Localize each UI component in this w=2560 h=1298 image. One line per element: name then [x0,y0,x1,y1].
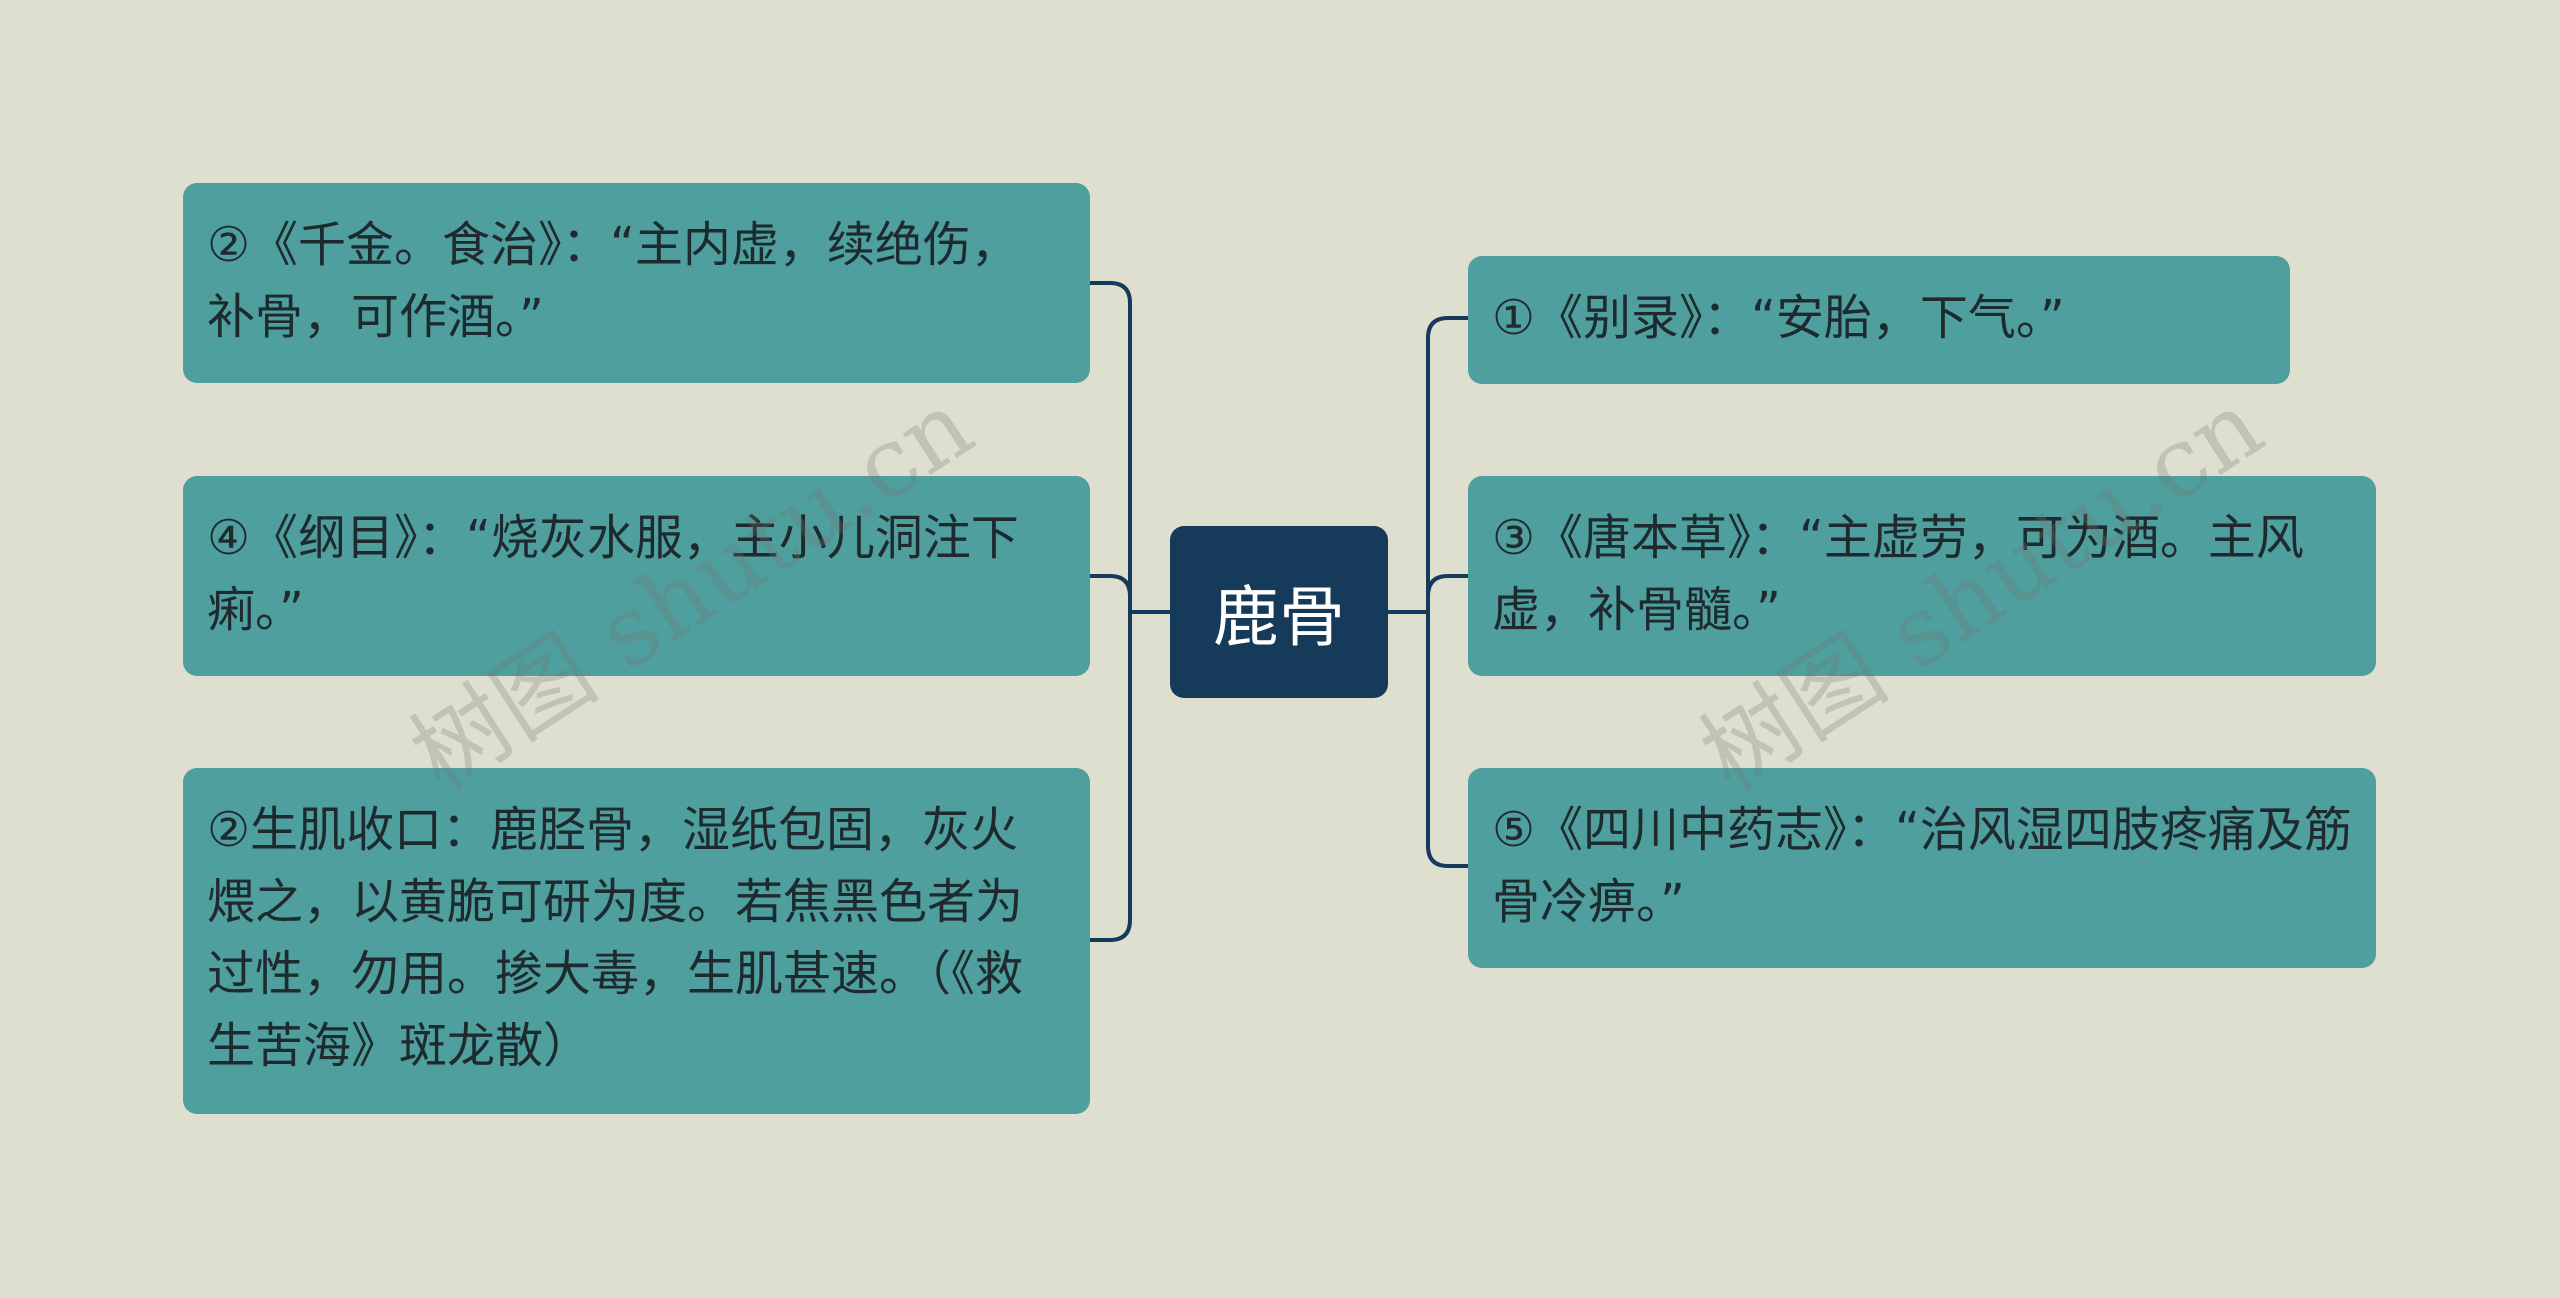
connector-right-1 [1426,316,1470,614]
right-node-3[interactable]: ⑤《四川中药志》：“治风湿四肢疼痛及筋骨冷痹。” [1468,768,2376,968]
right-node-2[interactable]: ③《唐本草》：“主虚劳，可为酒。主风虚，补骨髓。” [1468,476,2376,676]
connector-right-3 [1426,610,1470,868]
connector-left-3 [1088,610,1132,942]
right-node-1[interactable]: ①《别录》：“安胎，下气。” [1468,256,2290,384]
left-node-1[interactable]: ②《千金。食治》：“主内虚，续绝伤，补骨，可作酒。” [183,183,1090,383]
left-node-2[interactable]: ④《纲目》：“烧灰水服，主小儿洞注下痢。” [183,476,1090,676]
connector-right-2 [1426,574,1470,614]
connector-left-2 [1088,574,1132,614]
left-node-3[interactable]: ②生肌收口：鹿胫骨，湿纸包固，灰火煨之，以黄脆可研为度。若焦黑色者为过性，勿用。… [183,768,1090,1114]
central-topic-node[interactable]: 鹿骨 [1170,526,1388,698]
connector-left-1 [1088,281,1132,614]
